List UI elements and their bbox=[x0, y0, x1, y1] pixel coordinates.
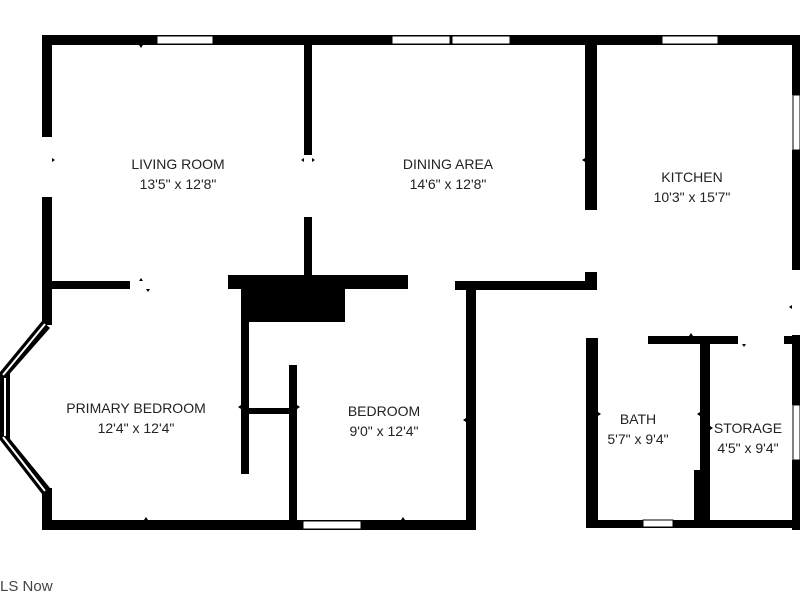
door-tick bbox=[144, 517, 148, 520]
living-room-size: 13'5" x 12'8" bbox=[140, 176, 217, 192]
door-tick bbox=[297, 405, 300, 409]
wall-left-lower bbox=[42, 488, 52, 530]
walls bbox=[42, 35, 800, 530]
wall-living-dining bbox=[304, 45, 312, 155]
door-tick bbox=[301, 158, 304, 162]
wall-kitchen-east-upper bbox=[792, 40, 800, 95]
door-tick bbox=[139, 45, 143, 48]
door-tick bbox=[52, 158, 55, 162]
window-bath-bottom bbox=[642, 519, 674, 528]
window-living-top bbox=[156, 35, 214, 45]
wall-bottom-west bbox=[42, 520, 476, 530]
door-tick bbox=[312, 158, 315, 162]
closet-block bbox=[243, 282, 345, 322]
wall-bath-west bbox=[586, 338, 598, 528]
door-tick bbox=[582, 158, 585, 162]
primary-bedroom-name: PRIMARY BEDROOM bbox=[66, 400, 206, 416]
dining-area-size: 14'6" x 12'8" bbox=[410, 176, 487, 192]
dining-area-name: DINING AREA bbox=[403, 156, 494, 172]
door-tick bbox=[789, 305, 792, 309]
door-tick bbox=[463, 418, 466, 422]
wall-closet-shelf bbox=[249, 408, 289, 414]
window-kitchen-east bbox=[792, 94, 800, 151]
bay-window-upper bbox=[2, 323, 46, 376]
primary-bedroom-size: 12'4" x 12'4" bbox=[98, 420, 175, 436]
wall-bath-storage bbox=[700, 338, 710, 528]
wall-closet-bedroom bbox=[289, 365, 297, 525]
wall-left-mid bbox=[42, 197, 52, 325]
wall-kitchen-bottom-right bbox=[784, 336, 800, 344]
wall-living-dining-lower bbox=[304, 217, 312, 279]
room-labels: LIVING ROOM 13'5" x 12'8" DINING AREA 14… bbox=[66, 156, 782, 456]
watermark: LS Now bbox=[0, 578, 53, 595]
storage-size: 4'5" x 9'4" bbox=[717, 440, 778, 456]
bedroom-name: BEDROOM bbox=[348, 403, 420, 419]
living-room-name: LIVING ROOM bbox=[131, 156, 224, 172]
bedroom-size: 9'0" x 12'4" bbox=[350, 423, 419, 439]
window-bedroom-bottom bbox=[302, 520, 362, 530]
kitchen-size: 10'3" x 15'7" bbox=[654, 189, 731, 205]
wall-dining-kitchen-upper bbox=[585, 40, 597, 210]
wall-left-upper bbox=[42, 35, 52, 137]
wall-bottom-east bbox=[586, 520, 800, 528]
bay-window bbox=[0, 321, 50, 494]
wall-mid-horizontal-right bbox=[455, 281, 595, 290]
door-tick bbox=[689, 333, 693, 336]
door-tick bbox=[742, 344, 746, 347]
door-tick bbox=[146, 289, 150, 292]
bath-name: BATH bbox=[620, 411, 656, 427]
door-tick bbox=[710, 426, 713, 430]
wall-bath-storage-thick bbox=[694, 470, 710, 528]
door-tick bbox=[139, 278, 143, 281]
window-storage-east bbox=[792, 404, 800, 461]
wall-kitchen-bottom bbox=[648, 336, 738, 344]
window-dining-top-right bbox=[451, 35, 511, 45]
bay-window-lower bbox=[2, 436, 46, 492]
wall-mid-horizontal-left bbox=[52, 281, 130, 289]
door-tick bbox=[598, 412, 601, 416]
door-tick bbox=[697, 412, 700, 416]
bath-size: 5'7" x 9'4" bbox=[607, 431, 668, 447]
door-tick bbox=[401, 517, 405, 520]
door-markers bbox=[52, 45, 792, 520]
door-tick bbox=[238, 405, 241, 409]
wall-bedroom-east bbox=[466, 285, 476, 530]
kitchen-name: KITCHEN bbox=[661, 169, 722, 185]
wall-kitchen-east-lower bbox=[792, 335, 800, 405]
windows bbox=[156, 35, 800, 530]
wall-dining-kitchen-lower bbox=[585, 272, 597, 290]
wall-kitchen-east-bottom bbox=[792, 460, 800, 530]
window-dining-top-left bbox=[391, 35, 451, 45]
wall-kitchen-east-mid bbox=[792, 150, 800, 270]
wall-primary-bedroom-east bbox=[241, 289, 249, 474]
window-kitchen-top bbox=[661, 35, 719, 45]
storage-name: STORAGE bbox=[714, 420, 782, 436]
